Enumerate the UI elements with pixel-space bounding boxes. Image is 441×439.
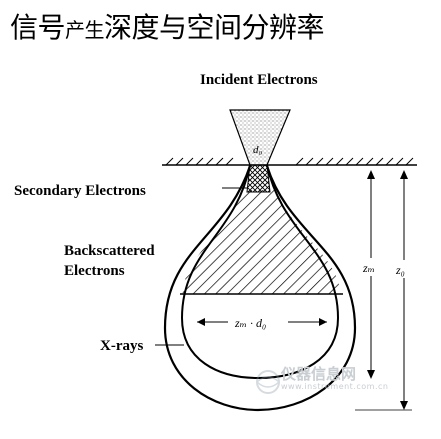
surface-tick (215, 157, 224, 166)
z0-label: z₀ (395, 263, 405, 277)
surface-tick (305, 157, 314, 166)
zm-label: zₘ (362, 261, 375, 275)
title-part-2: 产生 (65, 18, 105, 42)
backscattered-region (182, 190, 341, 294)
watermark-text: 仪器信息网 (281, 365, 357, 383)
surface-tick (195, 157, 204, 166)
backscattered-label-line1: Backscattered (64, 243, 155, 259)
watermark: 仪器信息网 www.instrument.com.cn (281, 366, 388, 392)
sample-surface (162, 157, 417, 166)
surface-tick (335, 157, 344, 166)
surface-tick (405, 157, 414, 166)
title-part-1: 信号 (10, 11, 66, 44)
watermark-url: www.instrument.com.cn (281, 382, 389, 391)
inner-teardrop-outline (180, 164, 340, 380)
surface-tick (395, 157, 404, 166)
width-label: zₘ · d₀ (234, 316, 266, 330)
incident-electrons-label: Incident Electrons (200, 72, 318, 88)
xrays-label: X-rays (100, 338, 144, 354)
incident-beam (229, 109, 291, 166)
surface-tick (185, 157, 194, 166)
surface-tick (375, 157, 384, 166)
outer-teardrop-outline (163, 165, 357, 412)
surface-tick (205, 157, 214, 166)
surface-tick (365, 157, 374, 166)
globe-icon (256, 370, 281, 394)
backscattered-label-line2: Electrons (64, 263, 125, 279)
surface-tick (175, 157, 184, 166)
surface-tick (325, 157, 334, 166)
page-title: 信号产生深度与空间分辨率 (10, 11, 325, 46)
title-part-3: 深度与空间分辨率 (104, 11, 325, 44)
surface-tick (355, 157, 364, 166)
secondary-electrons-label: Secondary Electrons (14, 183, 146, 199)
surface-tick (295, 157, 304, 166)
surface-tick (315, 157, 324, 166)
beam-diameter-label: d₀ (253, 144, 263, 156)
surface-tick (225, 157, 234, 166)
secondary-electrons-region (246, 164, 271, 193)
surface-tick (385, 157, 394, 166)
surface-tick (165, 157, 174, 166)
z0-dimension (355, 170, 412, 411)
surface-tick (345, 157, 354, 166)
